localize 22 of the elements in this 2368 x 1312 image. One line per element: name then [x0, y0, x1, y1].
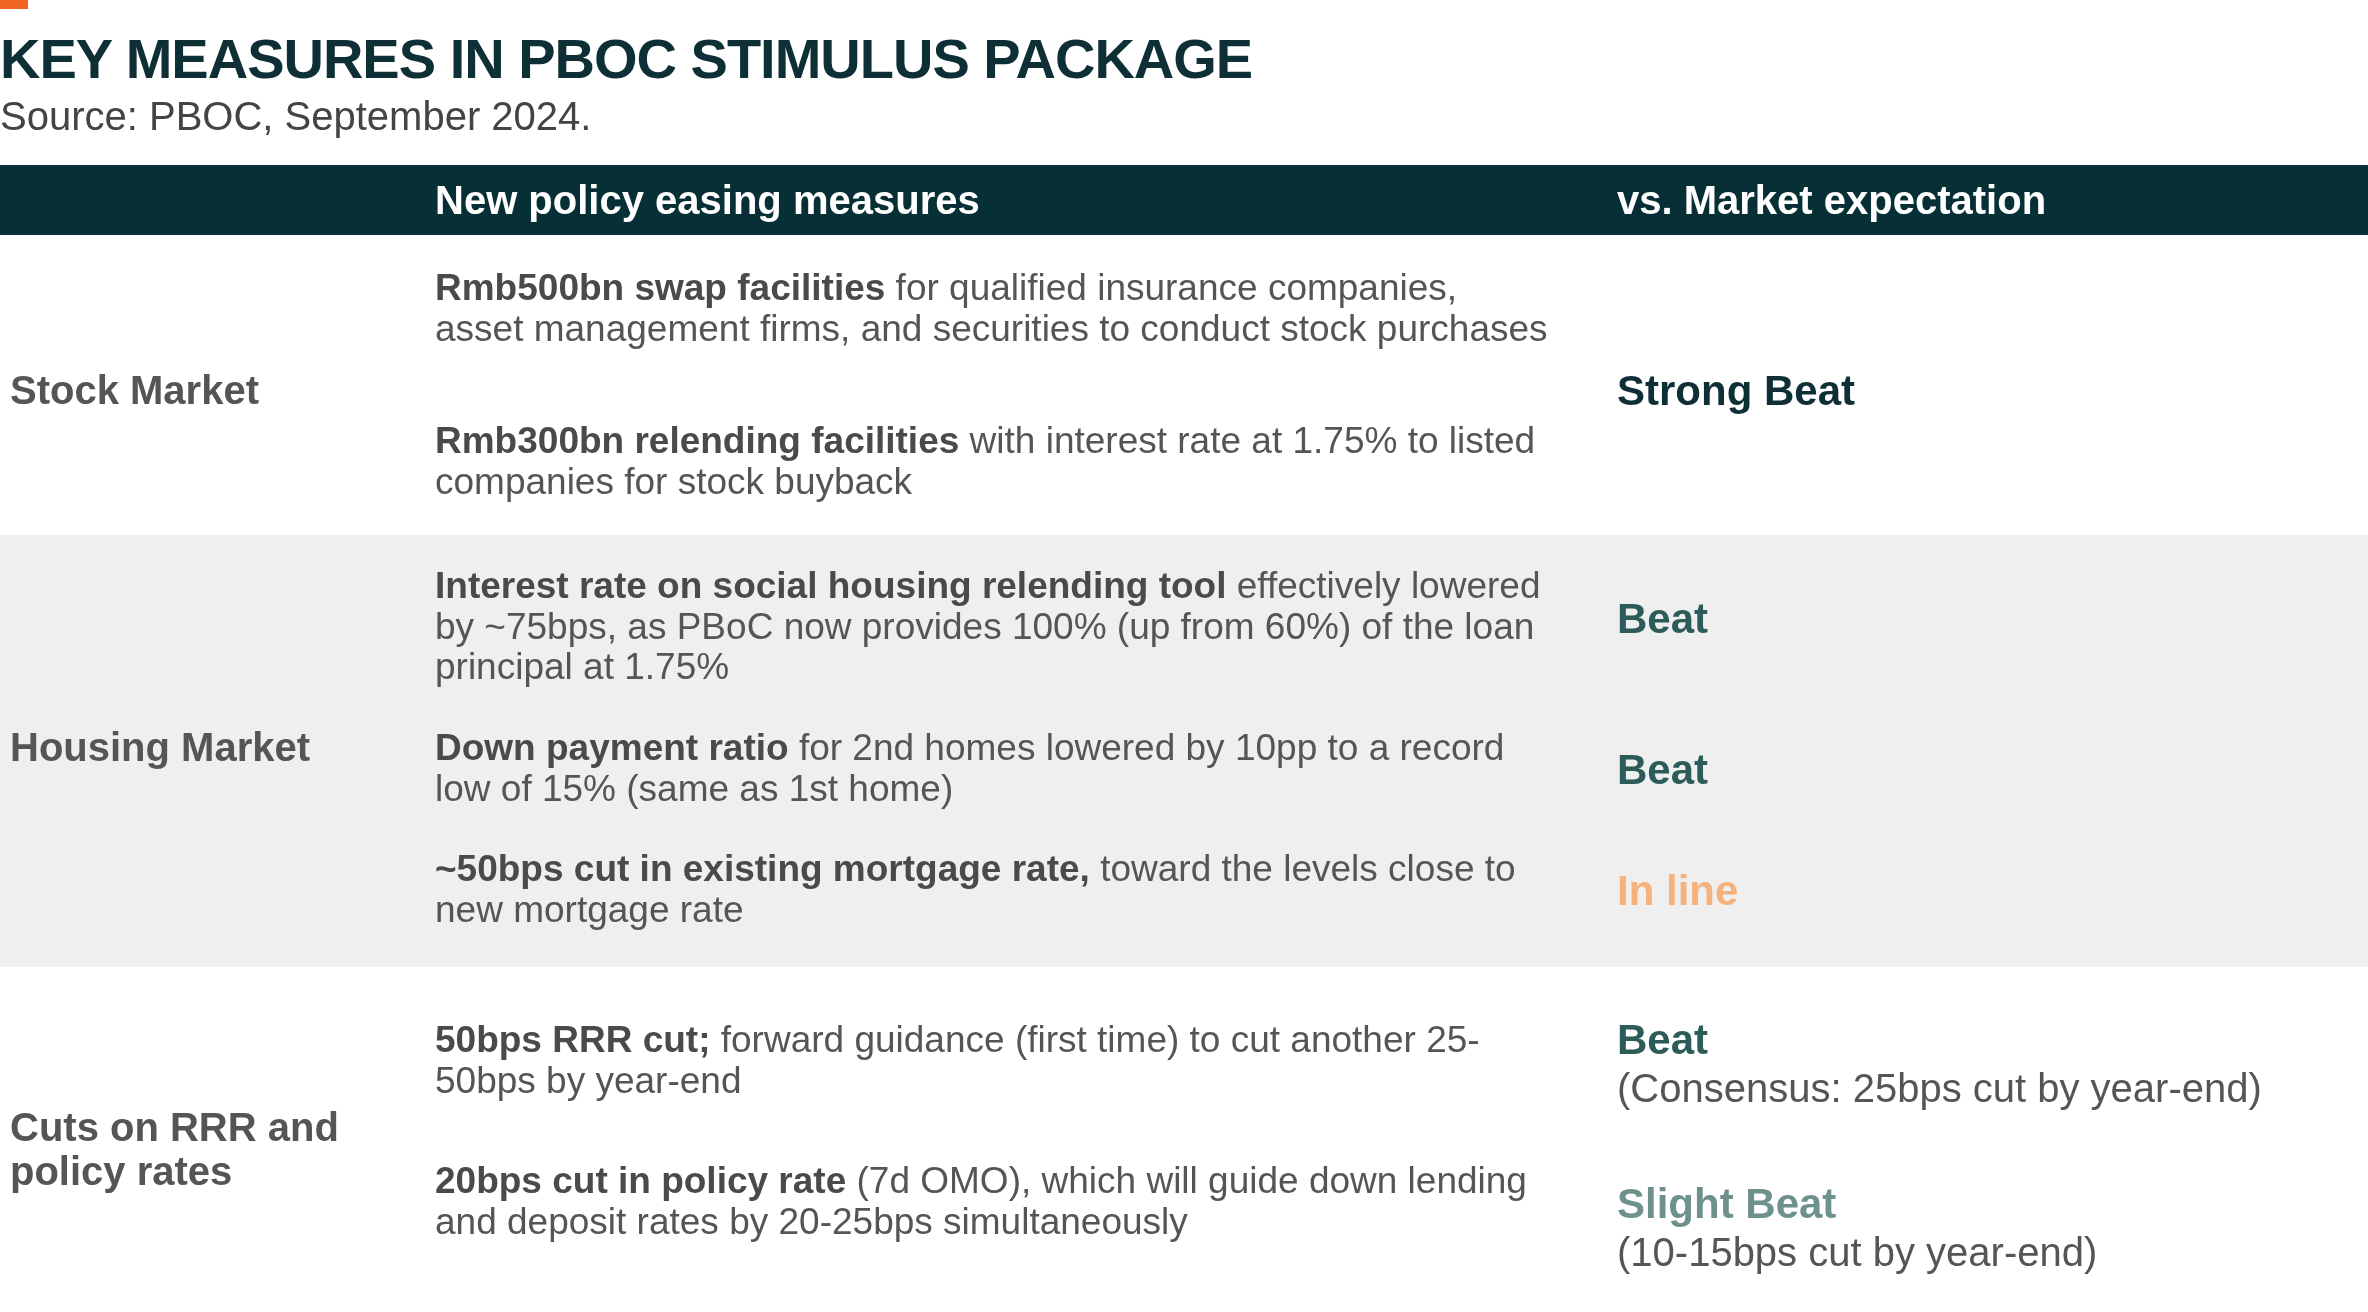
row-heading: Housing Market — [10, 725, 312, 769]
rating: Slight Beat — [1617, 1181, 1838, 1228]
rating: Strong Beat — [1617, 368, 1856, 415]
measure-text: Rmb300bn relending facilities with interest rate at 1.75% to listed companies for stock buyback — [435, 421, 1537, 503]
row-heading: Stock Market — [10, 368, 260, 412]
row-heading: Cuts on RRR and policy rates — [10, 1105, 340, 1193]
measure-text: Down payment ratio for 2nd homes lowered by 10pp to a record low of 15% (same as 1st home) — [435, 728, 1506, 810]
measure-text: 20bps cut in policy rate (7d OMO), which will guide down lending and deposit rates by 20-25bps simultaneously — [435, 1161, 1528, 1243]
caption: Source: PBOC, September 2024. — [0, 94, 592, 138]
rating: In line — [1617, 868, 1740, 915]
rating: Beat — [1617, 596, 1710, 643]
title: KEY MEASURES IN PBOC STIMULUS PACKAGE — [0, 28, 1253, 90]
measure-text: 50bps RRR cut; forward guidance (first time) to cut another 25-50bps by year-end — [435, 1020, 1481, 1102]
column-heading: New policy easing measures — [435, 178, 981, 222]
note: (Consensus: 25bps cut by year-end) — [1617, 1066, 2263, 1110]
measure-text: ~50bps cut in existing mortgage rate, toward the levels close to new mortgage rate — [435, 849, 1517, 931]
rating: Beat — [1617, 747, 1710, 794]
column-heading: vs. Market expectation — [1617, 178, 2048, 222]
measure-text: Rmb500bn swap facilities for qualified insurance companies, asset management firms, and securities to conduct stock purchases — [435, 268, 1549, 350]
note: (10-15bps cut by year-end) — [1617, 1230, 2099, 1274]
rating: Beat — [1617, 1017, 1710, 1064]
measure-text: Interest rate on social housing relending tool effectively lowered by ~75bps, as PBoC now provides 100% (up from 60%) of the loan principal at 1.75% — [435, 566, 1542, 689]
